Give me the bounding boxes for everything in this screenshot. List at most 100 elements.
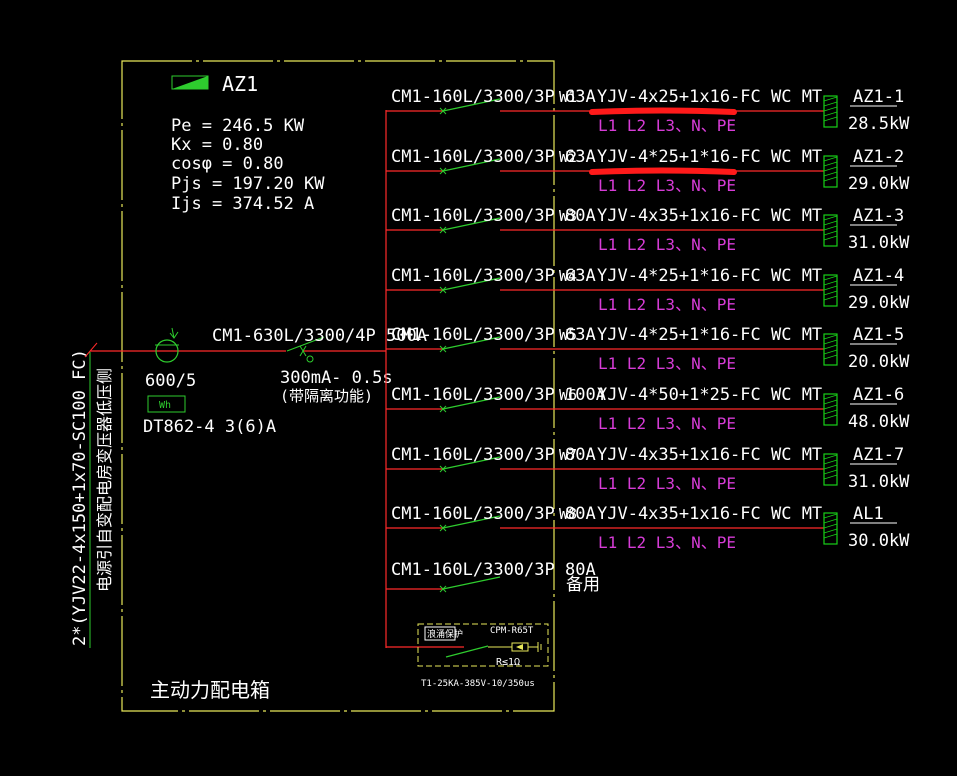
meter-symbol: Wh [159,400,171,411]
circuit-id: W6 [559,386,577,404]
load-name: AZ1-5 [853,325,904,345]
load-block-hatch [823,409,838,415]
spd-resistance: R≤1Ω [496,657,520,668]
load-block-hatch [823,285,838,291]
load-name: AZ1-7 [853,445,904,465]
load-block-hatch [823,454,838,460]
load-power: 31.0kW [848,233,910,253]
rcd-setting: 300mA- 0.5s [280,368,393,388]
spd-box-label: 浪涌保护 [427,628,463,640]
left-tick [84,342,98,358]
cable-spec: YJV-4x35+1x16-FC WC MT [597,445,822,465]
phase-conductors: L1 L2 L3、N、PE [598,533,736,552]
load-block-hatch [823,404,838,410]
load-block-hatch [823,290,838,296]
load-block-hatch [823,106,838,112]
breaker-cross [439,345,447,353]
breaker-contact [442,456,501,470]
load-block [823,453,838,486]
breaker-cross [439,167,447,175]
load-name: AZ1-4 [853,266,904,286]
load-block-hatch [823,469,838,475]
circuit-id: W7 [559,446,577,464]
surge-protector: 浪涌保护 CPM-R65T R≤1Ω T1-25KA-385V-10/350us [386,623,549,689]
main-breaker-label: CM1-630L/3300/4P 500A [212,326,427,346]
breaker-cross [439,286,447,294]
breaker-contact [442,277,501,291]
load-name: AZ1-3 [853,206,904,226]
panel-title: 主动力配电箱 [150,678,270,702]
load-power: 28.5kW [848,114,910,134]
load-block-hatch [823,334,838,340]
breaker-cross [439,405,447,413]
breaker-cross [439,524,447,532]
circuit-id: W1 [559,88,577,106]
param-ijs: Ijs = 374.52 A [171,194,314,214]
load-block-hatch [823,176,838,182]
load-block [823,155,838,188]
load-block-hatch [823,533,838,539]
load-block-hatch [823,111,838,117]
load-block-hatch [823,171,838,177]
panel-icon [172,76,208,89]
load-block-hatch [823,220,838,226]
load-block-hatch [823,523,838,529]
spare-breaker-label: CM1-160L/3300/3P 80A [391,560,596,580]
breaker-label: CM1-160L/3300/3P 63A [391,266,596,286]
circuit-id: W5 [559,326,577,344]
load-block-hatch [823,96,838,102]
rcd-note: (带隔离功能) [280,387,373,405]
panel-name: AZ1 [222,72,258,96]
phase-conductors: L1 L2 L3、N、PE [598,235,736,254]
load-power: 48.0kW [848,412,910,432]
cable-spec: YJV-4*25+1*16-FC WC MT [597,147,822,167]
breaker-contact [442,98,501,112]
cable-spec: YJV-4*50+1*25-FC WC MT [597,385,822,405]
param-pjs: Pjs = 197.20 KW [171,174,325,194]
phase-conductors: L1 L2 L3、N、PE [598,414,736,433]
panel-parameters: Pe = 246.5 KW Kx = 0.80 cosφ = 0.80 Pjs … [171,116,325,214]
load-power: 30.0kW [848,531,910,551]
load-block-hatch [823,101,838,107]
phase-conductors: L1 L2 L3、N、PE [598,176,736,195]
load-block [823,95,838,128]
load-name: AL1 [853,504,884,524]
load-block-hatch [823,339,838,345]
spd-spec: T1-25KA-385V-10/350us [421,679,535,689]
breaker-label: CM1-160L/3300/3P 100A [391,385,606,405]
breaker-cross [439,226,447,234]
cable-spec: YJV-4x35+1x16-FC WC MT [597,206,822,226]
breaker-contact [442,396,501,410]
load-block [823,214,838,247]
load-block-hatch [823,235,838,241]
breaker-contact [442,515,501,529]
load-block-hatch [823,528,838,534]
load-block-hatch [823,280,838,286]
load-power: 31.0kW [848,472,910,492]
load-block-hatch [823,156,838,162]
load-block-hatch [823,166,838,172]
incoming-cable-group: 2*(YJV22-4x150+1x70-SC100 FC) 电源引自变配电房变压… [70,349,114,648]
load-block-hatch [823,349,838,355]
watt-hour-meter [147,395,186,413]
load-block [823,512,838,545]
load-block-hatch [823,295,838,301]
load-name: AZ1-6 [853,385,904,405]
load-power: 20.0kW [848,352,910,372]
load-block-hatch [823,215,838,221]
load-block-hatch [823,518,838,524]
circuit-id: W2 [559,148,577,166]
load-block-hatch [823,275,838,281]
param-pe: Pe = 246.5 KW [171,116,305,136]
breaker-contact [442,217,501,231]
load-block-hatch [823,459,838,465]
breaker-cross [439,107,447,115]
spare-circuit: CM1-160L/3300/3P 80A 备用 [386,560,600,595]
load-block-hatch [823,354,838,360]
load-power: 29.0kW [848,174,910,194]
